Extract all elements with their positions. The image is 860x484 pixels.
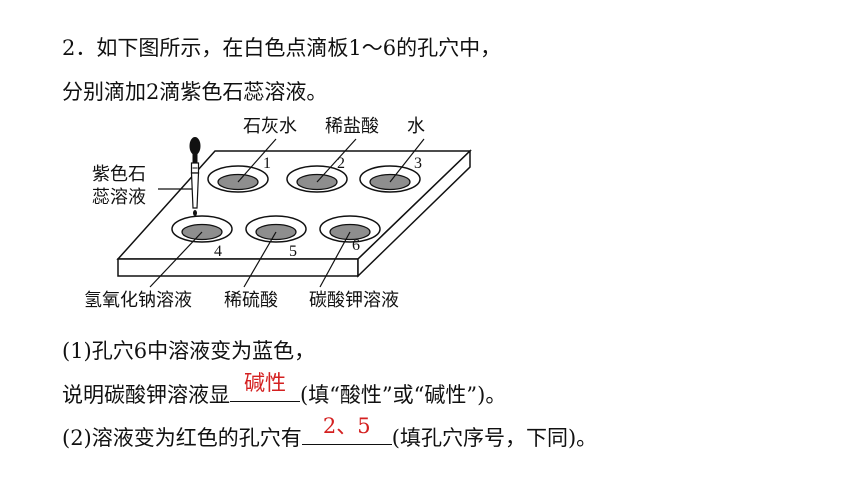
plate-front-face	[117, 258, 359, 277]
well-number-2: 2	[337, 155, 345, 172]
top-label-limewater: 石灰水	[243, 116, 297, 137]
well-3	[359, 165, 421, 193]
well-number-6: 6	[352, 237, 360, 254]
part1-answer: 碱性	[244, 371, 286, 395]
bottom-label-naoh: 氢氧化钠溶液	[84, 290, 192, 311]
plate-right-face	[357, 149, 471, 278]
bottom-label-k2co3: 碳酸钾溶液	[309, 290, 399, 311]
well-5	[245, 215, 307, 243]
question-intro-line2: 分别滴加2滴紫色石蕊溶液。	[62, 80, 328, 104]
part1-text-after: (填“酸性”或“碱性”)。	[300, 383, 507, 407]
part1-line1: (1)孔穴6中溶液变为蓝色，	[62, 339, 316, 363]
dropper-label-line1: 紫色石	[92, 164, 146, 185]
bottom-label-dilute-h2so4: 稀硫酸	[224, 290, 278, 311]
part1-text-before: 说明碳酸钾溶液显	[62, 383, 230, 407]
part2-line: (2)溶液变为红色的孔穴有 2、5 (填孔穴序号，下同)。	[62, 414, 598, 452]
part2-answer-blank: 2、5	[301, 414, 392, 445]
well-number-5: 5	[289, 243, 297, 260]
top-label-water: 水	[407, 116, 425, 137]
well-4	[171, 215, 233, 243]
well-number-3: 3	[414, 155, 422, 172]
well-1	[207, 165, 269, 193]
part2-answer: 2、5	[322, 414, 371, 438]
dropper-label-line2: 蕊溶液	[92, 187, 146, 208]
part1-answer-blank: 碱性	[230, 371, 300, 402]
question-intro-line1: 2．如下图所示，在白色点滴板1～6的孔穴中，	[62, 36, 502, 60]
dropper-icon	[189, 137, 201, 216]
well-2	[286, 165, 348, 193]
well-number-1: 1	[263, 155, 271, 172]
well-6	[319, 215, 381, 243]
part2-text-after: (填孔穴序号，下同)。	[391, 426, 598, 450]
top-label-dilute-hcl: 稀盐酸	[325, 116, 379, 137]
part1-line2: 说明碳酸钾溶液显碱性 (填“酸性”或“碱性”)。	[62, 371, 507, 409]
well-number-4: 4	[214, 243, 222, 260]
part2-text-before: (2)溶液变为红色的孔穴有	[62, 426, 302, 450]
